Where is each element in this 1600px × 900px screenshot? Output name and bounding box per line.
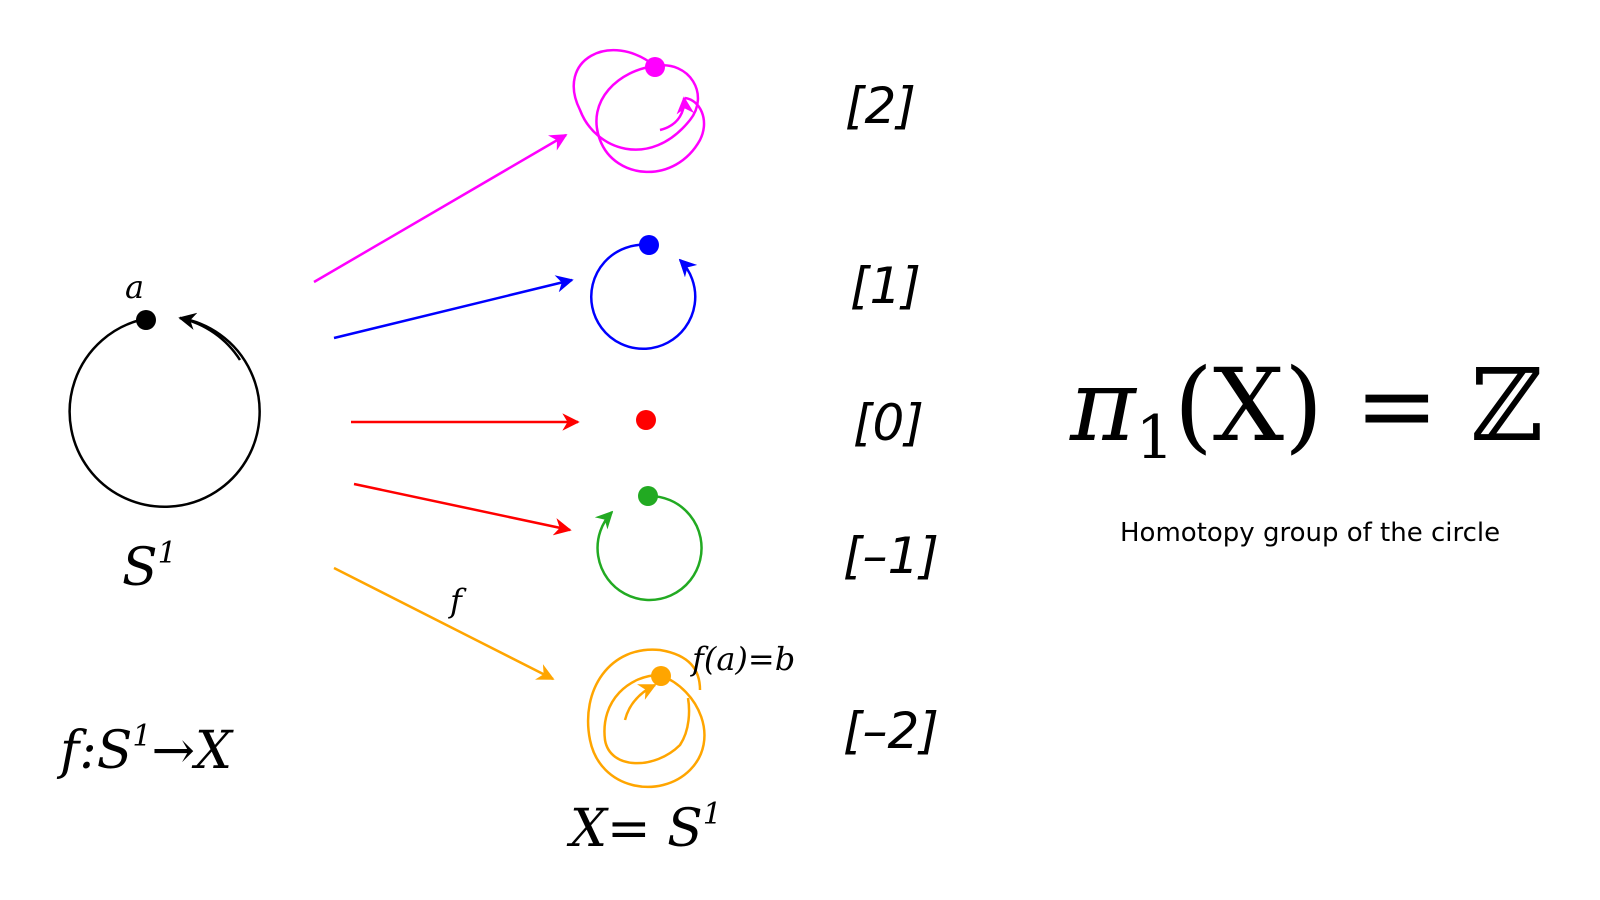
map-signature: f:S1→X (56, 719, 234, 781)
caption: Homotopy group of the circle (1120, 518, 1500, 548)
loop-1-basepoint (639, 235, 659, 255)
loop-2-outer (572, 48, 700, 151)
loop-minus-2-basepoint (651, 666, 671, 686)
arrow-to-class-minus-2 (333, 566, 555, 681)
loop-0-point (636, 410, 656, 430)
class-label-2: [2] (845, 77, 916, 135)
source-basepoint (136, 310, 156, 330)
source-orientation-arrow (178, 312, 242, 361)
loop-minus-2-outer (586, 648, 706, 789)
target-space-label: X= S1 (566, 797, 722, 859)
source-point-label: a (125, 268, 144, 306)
loop-class-minus-1 (594, 486, 703, 602)
loop-class-1 (590, 235, 698, 350)
source-space-label: S1 (122, 536, 177, 598)
class-labels: [2] [1] [0] [–1] [–2] (843, 77, 939, 760)
source-circle (68, 316, 261, 508)
mapping-arrows: f (313, 133, 580, 681)
loop-minus-2-arrow (623, 683, 657, 721)
loop-minus-1-basepoint (638, 486, 658, 506)
arrow-to-class-2 (313, 133, 568, 284)
class-label-0: [0] (853, 394, 924, 452)
class-label-1: [1] (850, 257, 921, 315)
class-label-minus-2: [–2] (843, 702, 939, 760)
target-point-label: f(a)=b (690, 640, 795, 678)
loop-class-2 (572, 48, 706, 174)
map-name-label: f (448, 582, 467, 620)
source-circle-group: a S1 (68, 268, 261, 598)
loop-2-basepoint (645, 57, 665, 77)
loop-2-arrow (659, 96, 695, 132)
fundamental-group-formula: π1(X) = ℤ (1069, 347, 1544, 473)
class-label-minus-1: [–1] (843, 527, 939, 585)
loop-1-circle (590, 243, 698, 350)
arrow-to-class-1 (333, 275, 574, 340)
loop-minus-2-inner (603, 673, 691, 765)
loop-minus-1-circle (594, 494, 703, 602)
loop-2-inner (595, 64, 706, 174)
loop-class-0 (636, 410, 656, 430)
loop-class-minus-2: f(a)=b (586, 640, 795, 789)
arrow-to-class-minus-1 (353, 482, 572, 536)
